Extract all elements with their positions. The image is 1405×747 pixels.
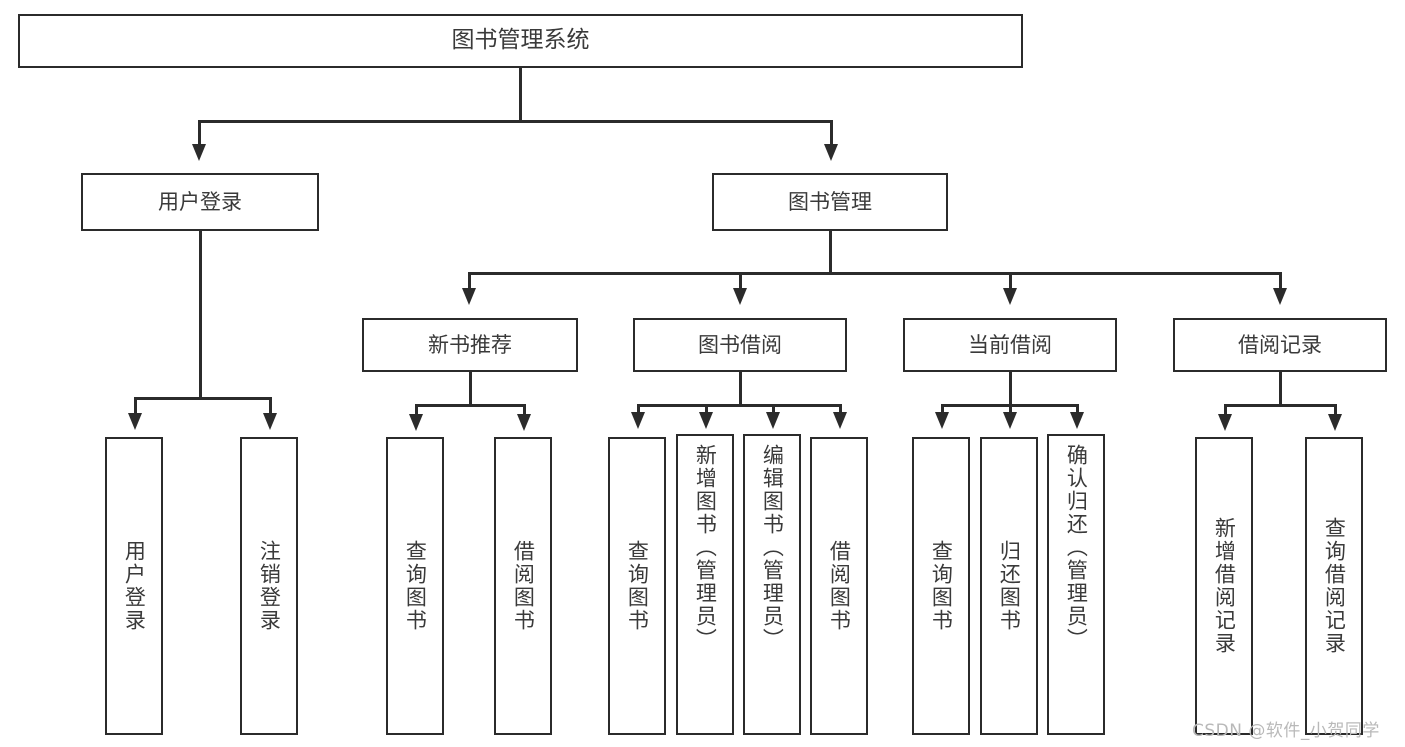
node-label: 当前借阅 — [968, 332, 1052, 357]
node-current-borrow[interactable]: 当前借阅 — [903, 318, 1117, 372]
edge-br-to-leaf-1 — [1224, 404, 1227, 418]
leaf-label: 确认归还（管理员） — [1064, 444, 1089, 651]
leaf-add-book-admin[interactable]: 新增图书（管理员） — [676, 434, 734, 735]
edge-book-management-bus — [468, 272, 1281, 275]
arrowhead-bm-to-borrow-record — [1273, 288, 1287, 305]
arrowhead-bm-to-new-book — [462, 288, 476, 305]
arrowhead-user-login-to-leaf-2 — [263, 413, 277, 430]
leaf-label: 查询图书 — [403, 540, 428, 632]
arrowhead-bm-to-current-borrow — [1003, 288, 1017, 305]
edge-bb-to-leaf-1 — [637, 404, 640, 416]
leaf-label: 借阅图书 — [511, 540, 536, 632]
leaf-logout-login[interactable]: 注销登录 — [240, 437, 298, 735]
edge-bm-to-book-borrow — [739, 272, 742, 290]
leaf-query-book-1[interactable]: 查询图书 — [386, 437, 444, 735]
edge-bb-to-leaf-4 — [839, 404, 842, 416]
leaf-confirm-return-admin[interactable]: 确认归还（管理员） — [1047, 434, 1105, 735]
node-label: 新书推荐 — [428, 332, 512, 357]
edge-br-bus — [1224, 404, 1336, 407]
edge-root-stem — [519, 68, 522, 122]
edge-bb-stem — [739, 372, 742, 406]
node-root-library-system[interactable]: 图书管理系统 — [18, 14, 1023, 68]
edge-cb-to-leaf-3 — [1076, 404, 1079, 416]
edge-cb-to-leaf-2 — [1009, 404, 1012, 416]
edge-root-to-book-management — [830, 120, 833, 148]
edge-cb-stem — [1009, 372, 1012, 406]
leaf-label: 新增借阅记录 — [1212, 517, 1237, 655]
leaf-edit-book-admin[interactable]: 编辑图书（管理员） — [743, 434, 801, 735]
edge-nbr-to-leaf-1 — [415, 404, 418, 418]
edge-nbr-to-leaf-2 — [523, 404, 526, 418]
edge-bm-to-current-borrow — [1009, 272, 1012, 290]
edge-user-login-to-leaf-2 — [269, 397, 272, 417]
edge-bb-bus — [637, 404, 841, 407]
edge-bb-to-leaf-2 — [705, 404, 708, 416]
edge-bm-to-new-book — [468, 272, 471, 290]
arrowhead-bm-to-book-borrow — [733, 288, 747, 305]
edge-root-bus — [198, 120, 832, 123]
node-new-book-recommend[interactable]: 新书推荐 — [362, 318, 578, 372]
leaf-label: 借阅图书 — [827, 540, 852, 632]
leaf-query-borrow-record[interactable]: 查询借阅记录 — [1305, 437, 1363, 735]
edge-bm-to-borrow-record — [1279, 272, 1282, 290]
node-borrow-record[interactable]: 借阅记录 — [1173, 318, 1387, 372]
leaf-user-login[interactable]: 用户登录 — [105, 437, 163, 735]
leaf-label: 用户登录 — [122, 540, 147, 632]
leaf-label: 新增图书（管理员） — [693, 444, 718, 651]
arrowhead-nbr-to-leaf-1 — [409, 414, 423, 431]
leaf-borrow-book-2[interactable]: 借阅图书 — [810, 437, 868, 735]
arrowhead-nbr-to-leaf-2 — [517, 414, 531, 431]
edge-nbr-stem — [469, 372, 472, 406]
leaf-label: 查询借阅记录 — [1322, 517, 1347, 655]
leaf-query-book-2[interactable]: 查询图书 — [608, 437, 666, 735]
arrowhead-root-to-book-management — [824, 144, 838, 161]
node-label: 图书借阅 — [698, 332, 782, 357]
leaf-borrow-book-1[interactable]: 借阅图书 — [494, 437, 552, 735]
node-label: 图书管理系统 — [451, 27, 590, 54]
arrowhead-bb-to-leaf-4 — [833, 412, 847, 429]
arrowhead-bb-to-leaf-3 — [766, 412, 780, 429]
edge-user-login-to-leaf-1 — [134, 397, 137, 417]
arrowhead-br-to-leaf-1 — [1218, 414, 1232, 431]
node-label: 用户登录 — [158, 189, 242, 214]
leaf-label: 查询图书 — [929, 540, 954, 632]
edge-root-to-user-login — [198, 120, 201, 148]
leaf-label: 编辑图书（管理员） — [760, 444, 785, 651]
edge-cb-to-leaf-1 — [941, 404, 944, 416]
arrowhead-bb-to-leaf-1 — [631, 412, 645, 429]
node-user-login[interactable]: 用户登录 — [81, 173, 319, 231]
leaf-return-book[interactable]: 归还图书 — [980, 437, 1038, 735]
edge-br-to-leaf-2 — [1334, 404, 1337, 418]
leaf-query-book-3[interactable]: 查询图书 — [912, 437, 970, 735]
arrowhead-br-to-leaf-2 — [1328, 414, 1342, 431]
leaf-label: 归还图书 — [997, 540, 1022, 632]
node-label: 图书管理 — [788, 189, 872, 214]
edge-user-login-bus — [134, 397, 270, 400]
arrowhead-bb-to-leaf-2 — [699, 412, 713, 429]
edge-bb-to-leaf-3 — [772, 404, 775, 416]
edge-nbr-bus — [415, 404, 525, 407]
node-book-management[interactable]: 图书管理 — [712, 173, 948, 231]
node-book-borrow[interactable]: 图书借阅 — [633, 318, 847, 372]
leaf-label: 注销登录 — [257, 540, 282, 632]
edge-br-stem — [1279, 372, 1282, 406]
leaf-add-borrow-record[interactable]: 新增借阅记录 — [1195, 437, 1253, 735]
arrowhead-cb-to-leaf-3 — [1070, 412, 1084, 429]
arrowhead-cb-to-leaf-1 — [935, 412, 949, 429]
arrowhead-cb-to-leaf-2 — [1003, 412, 1017, 429]
arrowhead-user-login-to-leaf-1 — [128, 413, 142, 430]
edge-book-management-stem — [829, 231, 832, 275]
edge-user-login-stem — [199, 231, 202, 399]
leaf-label: 查询图书 — [625, 540, 650, 632]
node-label: 借阅记录 — [1238, 332, 1322, 357]
arrowhead-root-to-user-login — [192, 144, 206, 161]
